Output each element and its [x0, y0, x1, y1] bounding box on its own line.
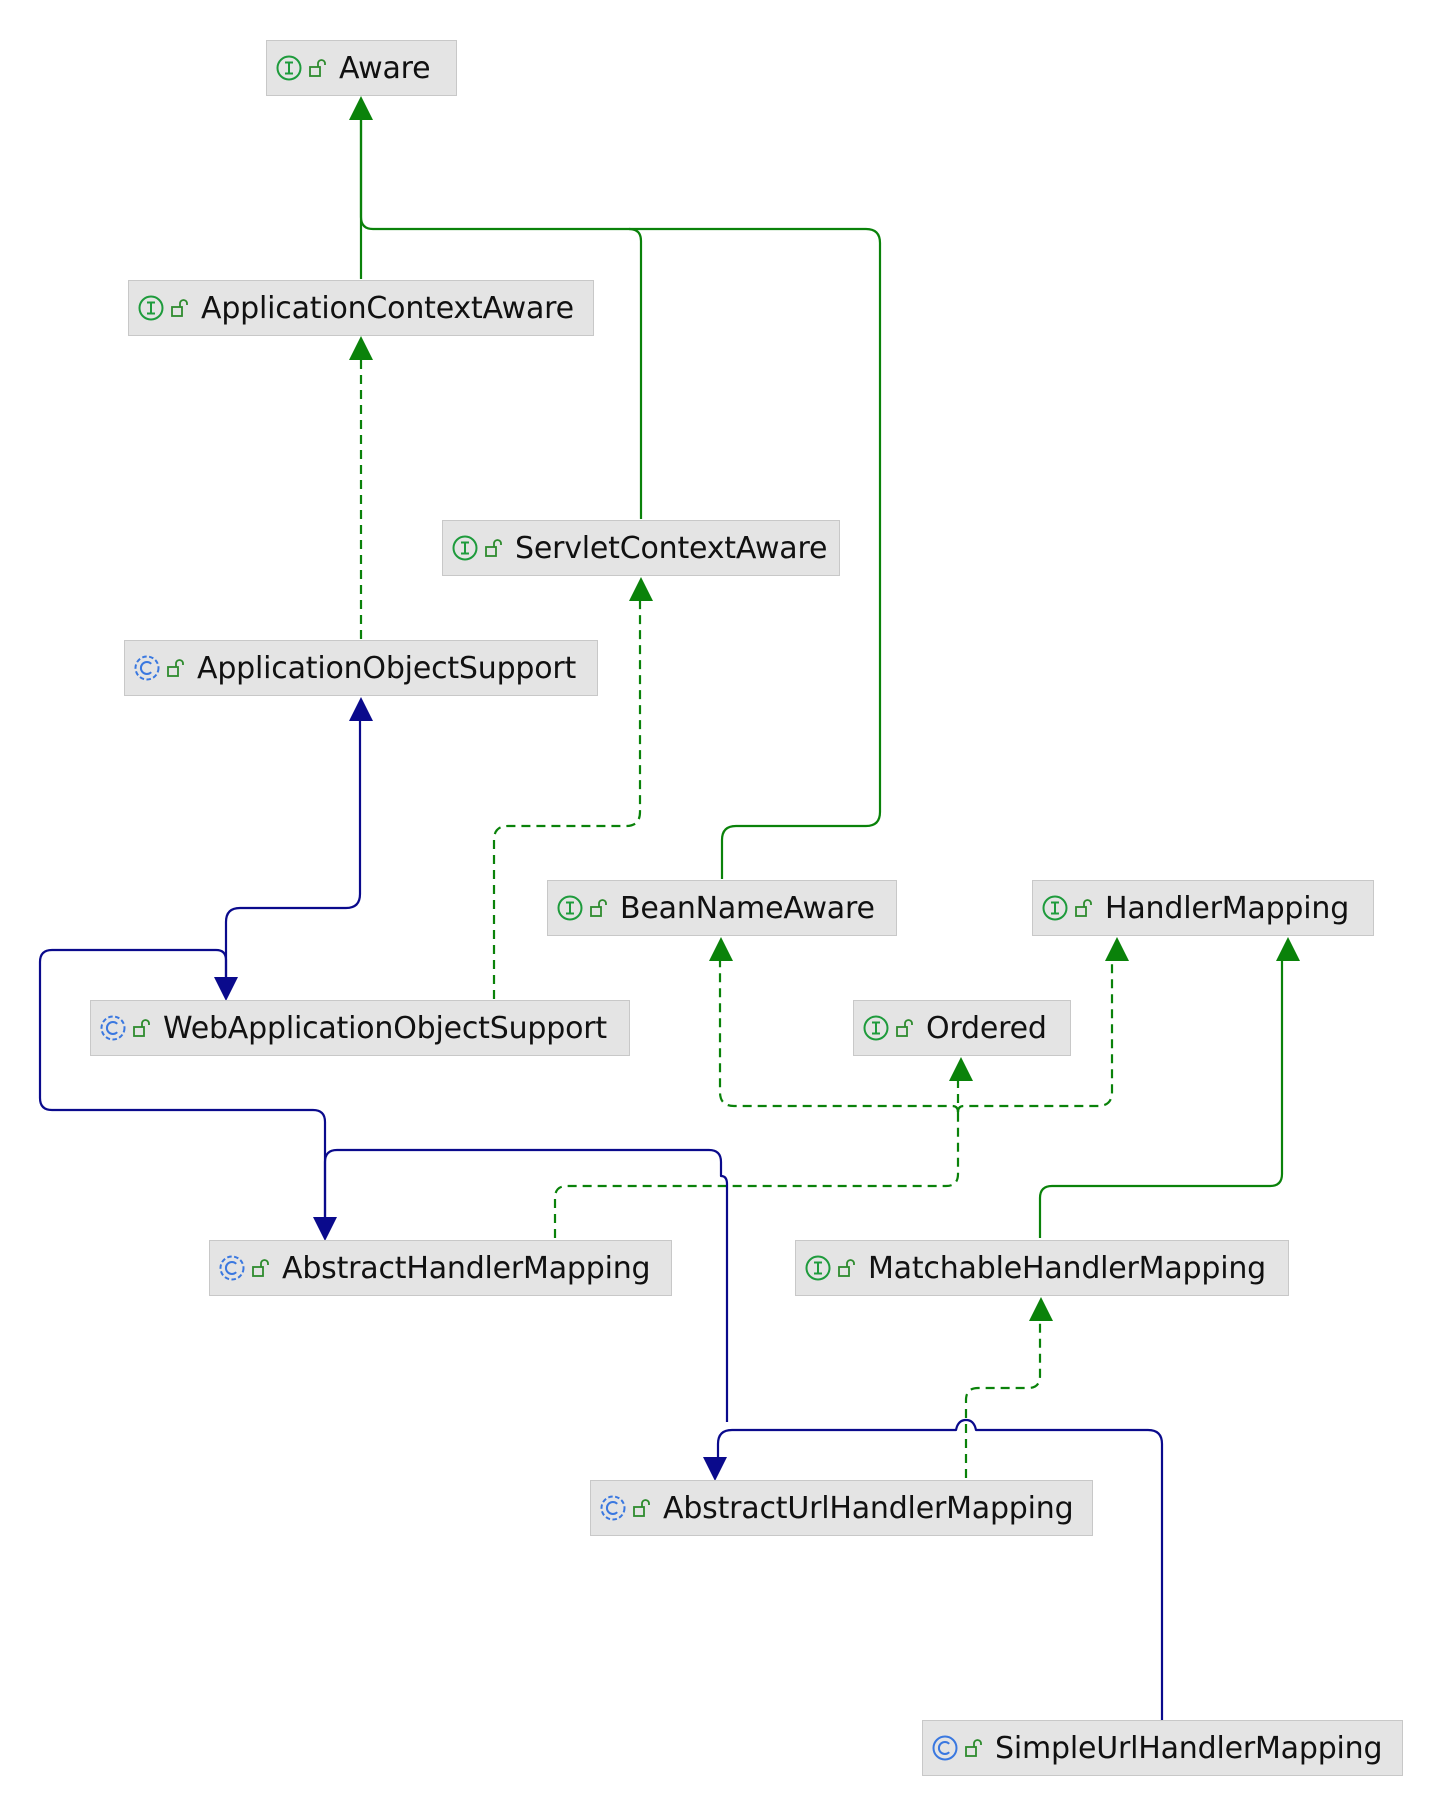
arrowhead-handler-mapping-left	[1105, 937, 1129, 961]
node-bean-name-aware[interactable]: BeanNameAware	[547, 880, 897, 936]
interface-icon	[1041, 894, 1069, 922]
node-label: WebApplicationObjectSupport	[163, 1010, 607, 1046]
node-label: ApplicationContextAware	[201, 290, 574, 326]
unlocked-icon	[169, 297, 191, 319]
node-label: MatchableHandlerMapping	[868, 1250, 1267, 1286]
arrowhead-matchable-handler-mapping	[1029, 1297, 1053, 1321]
arrowhead-abstract-url-handler-mapping	[703, 1457, 727, 1481]
node-label: AbstractUrlHandlerMapping	[663, 1490, 1074, 1526]
node-label: Aware	[339, 50, 431, 86]
arrowhead-abstract-handler-mapping	[313, 1217, 337, 1241]
unlocked-icon	[131, 1017, 153, 1039]
edge-abstract-handler-mapping-to-web-application-object-support	[38, 948, 327, 1222]
node-label: ApplicationObjectSupport	[197, 650, 577, 686]
node-label: BeanNameAware	[620, 890, 875, 926]
edge-simple-url-handler-mapping-to-abstract-url-handler-mapping	[716, 1418, 1164, 1722]
unlocked-icon	[631, 1497, 653, 1519]
arrowhead-handler-mapping-right	[1276, 937, 1300, 961]
arrowhead-ordered	[949, 1057, 973, 1081]
node-matchable-handler-mapping[interactable]: MatchableHandlerMapping	[795, 1240, 1289, 1296]
node-abstract-handler-mapping[interactable]: AbstractHandlerMapping	[209, 1240, 672, 1296]
node-label: Ordered	[926, 1010, 1047, 1046]
node-web-application-object-support[interactable]: WebApplicationObjectSupport	[90, 1000, 630, 1056]
class-icon	[931, 1734, 959, 1762]
arrowhead-application-context-aware	[349, 336, 373, 360]
arrowhead-bean-name-aware	[709, 937, 733, 961]
node-aware[interactable]: Aware	[266, 40, 457, 96]
edge-web-application-object-support-to-application-object-support	[224, 718, 362, 982]
node-abstract-url-handler-mapping[interactable]: AbstractUrlHandlerMapping	[590, 1480, 1093, 1536]
node-simple-url-handler-mapping[interactable]: SimpleUrlHandlerMapping	[922, 1720, 1403, 1776]
node-label: HandlerMapping	[1105, 890, 1350, 926]
abstract-class-icon	[133, 654, 161, 682]
edge-abstract-url-handler-mapping-to-abstract-handler-mapping	[323, 1148, 729, 1422]
abstract-class-icon	[99, 1014, 127, 1042]
unlocked-icon	[307, 57, 329, 79]
edge-matchable-handler-mapping-to-handler-mapping	[1038, 958, 1284, 1238]
abstract-class-icon	[599, 1494, 627, 1522]
arrowhead-web-application-object-support	[214, 977, 238, 1001]
interface-icon	[451, 534, 479, 562]
arrowhead-application-object-support	[349, 697, 373, 721]
node-servlet-context-aware[interactable]: ServletContextAware	[442, 520, 840, 576]
interface-icon	[275, 54, 303, 82]
unlocked-icon	[483, 537, 505, 559]
interface-icon	[862, 1014, 890, 1042]
unlocked-icon	[588, 897, 610, 919]
unlocked-icon	[1073, 897, 1095, 919]
unlocked-icon	[894, 1017, 916, 1039]
node-label: SimpleUrlHandlerMapping	[995, 1730, 1383, 1766]
node-handler-mapping[interactable]: HandlerMapping	[1032, 880, 1374, 936]
unlocked-icon	[836, 1257, 858, 1279]
node-application-context-aware[interactable]: ApplicationContextAware	[128, 280, 594, 336]
edge-abstract-url-handler-mapping-to-matchable-handler-mapping	[964, 1318, 1042, 1478]
edge-web-application-object-support-to-servlet-context-aware	[492, 598, 642, 999]
unlocked-icon	[165, 657, 187, 679]
unlocked-icon	[963, 1737, 985, 1759]
arrowhead-aware	[349, 96, 373, 120]
interface-icon	[137, 294, 165, 322]
unlocked-icon	[250, 1257, 272, 1279]
node-label: AbstractHandlerMapping	[282, 1250, 651, 1286]
node-application-object-support[interactable]: ApplicationObjectSupport	[124, 640, 598, 696]
interface-icon	[556, 894, 584, 922]
edge-abstract-handler-mapping-to-handler-mapping	[956, 958, 1114, 1113]
node-label: ServletContextAware	[515, 530, 828, 566]
abstract-class-icon	[218, 1254, 246, 1282]
arrowhead-servlet-context-aware	[629, 577, 653, 601]
interface-icon	[804, 1254, 832, 1282]
edge-bean-name-aware-to-aware	[629, 227, 882, 879]
edge-abstract-handler-mapping-to-bean-name-aware	[718, 958, 960, 1113]
edge-servlet-context-aware-to-aware	[359, 120, 643, 519]
edge-abstract-handler-mapping-to-interfaces	[553, 1118, 960, 1238]
node-ordered[interactable]: Ordered	[853, 1000, 1071, 1056]
